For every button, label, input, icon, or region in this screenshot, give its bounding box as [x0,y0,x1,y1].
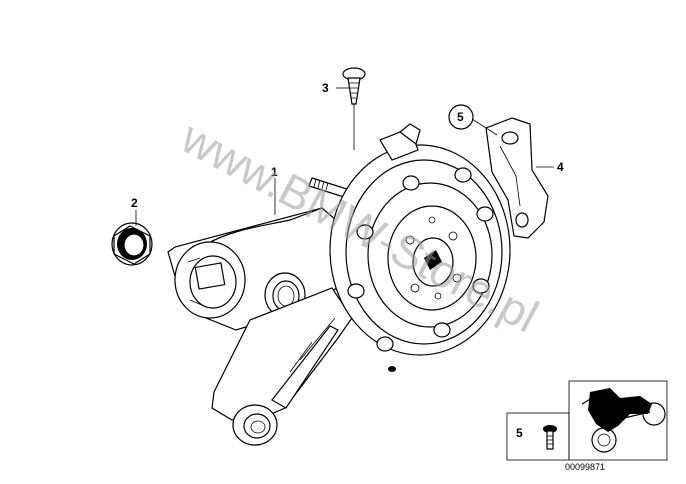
bracket [485,117,549,239]
final-drive-hub [329,123,511,372]
swing-arm-housing [167,177,356,446]
inset-panel: 5 [506,380,668,461]
callout-2: 2 [131,196,138,210]
leader-lines [135,87,554,226]
diagram-reference-number: 00099871 [565,462,605,472]
callout-5: 5 [457,110,464,124]
callout-5-circle: 5 [448,104,474,130]
callout-3: 3 [322,81,329,95]
callout-1: 1 [271,165,278,179]
inset-screw [543,425,557,450]
motorcycle-icon [581,388,666,453]
callout-4: 4 [557,160,564,174]
screw [342,67,366,105]
bearing-seal [111,222,153,266]
inset-callout-5: 5 [516,426,523,440]
